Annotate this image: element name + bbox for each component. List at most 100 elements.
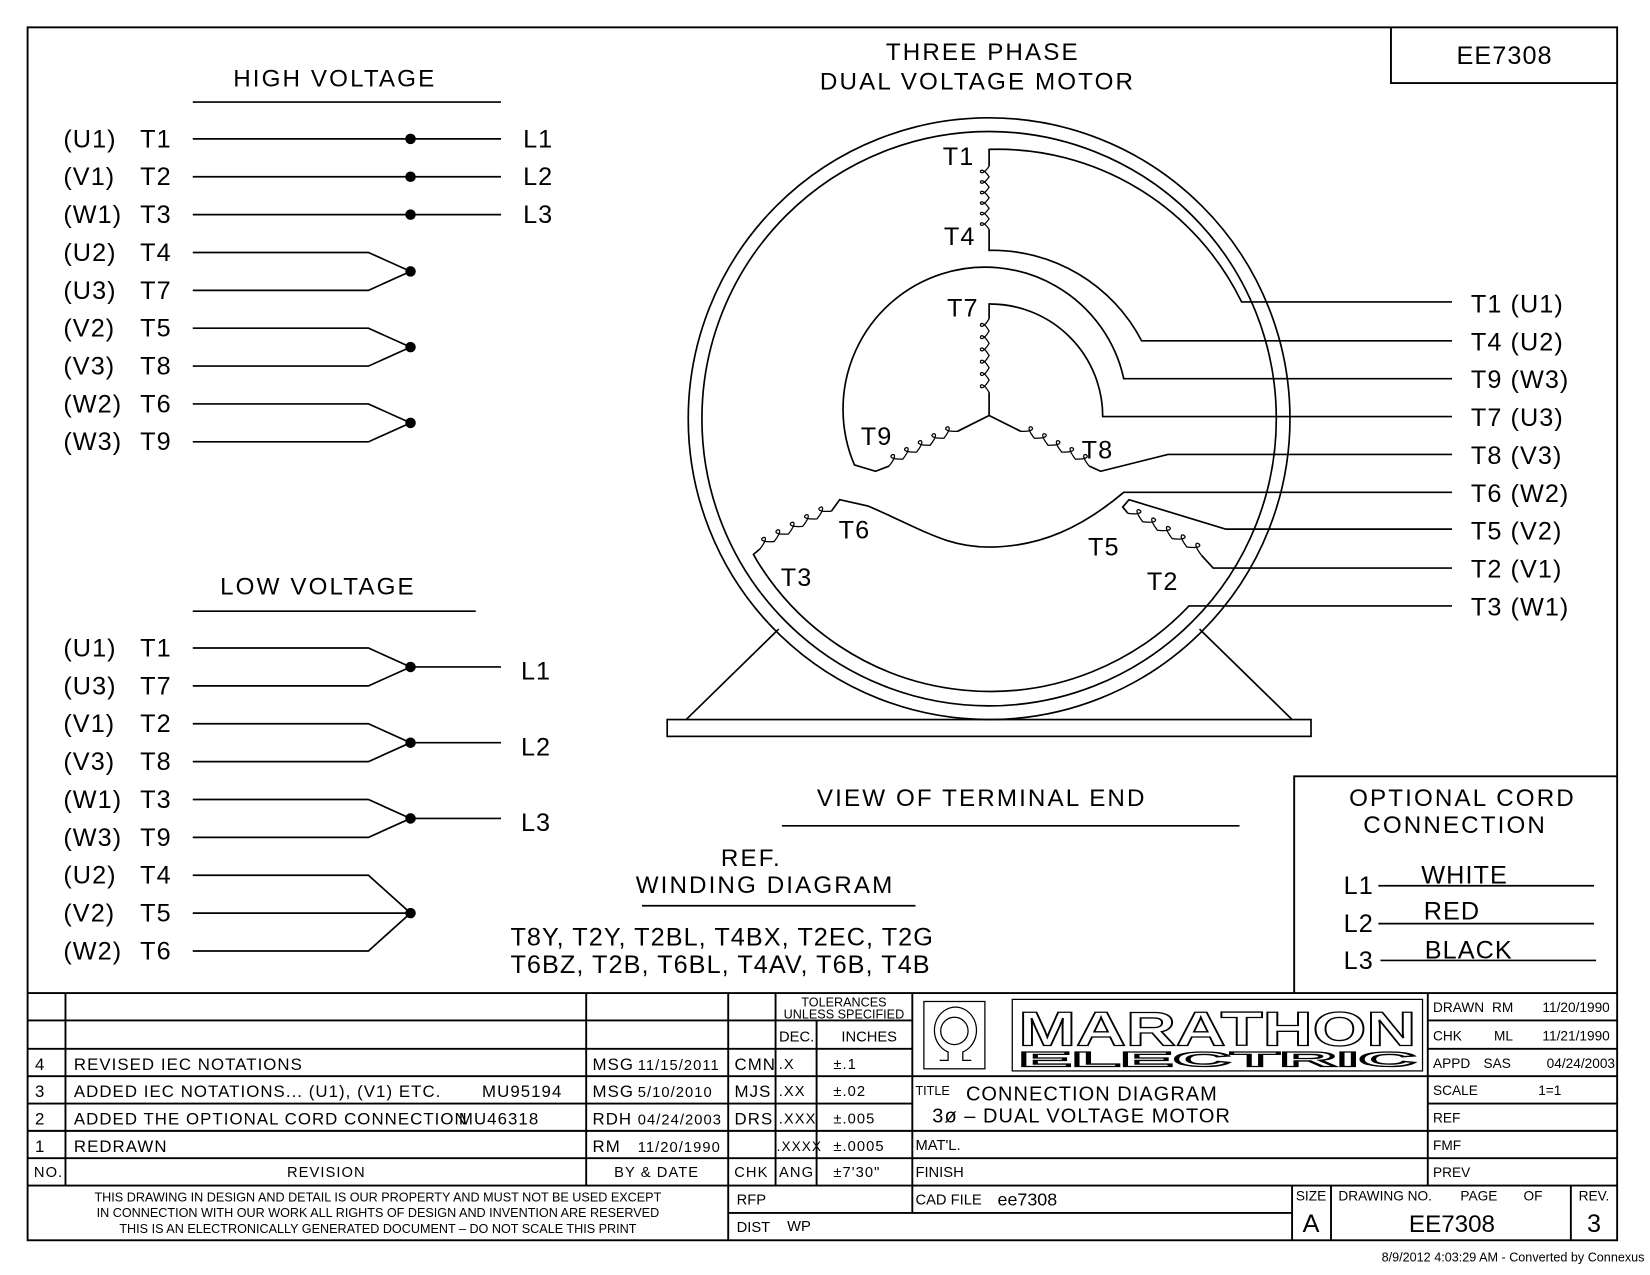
- label-t9: T9: [861, 423, 893, 451]
- rev-value: 3: [1587, 1210, 1601, 1238]
- junction-dot: [405, 737, 416, 748]
- ref-winding-diagram: REF. WINDING DIAGRAM T8Y, T2Y, T2BL, T4B…: [510, 845, 932, 979]
- revision-row: 1 REDRAWN RM 11/20/1990 .XXXX ±.0005: [35, 1137, 884, 1156]
- cord-line-label: L3: [1344, 947, 1374, 975]
- hv-iec: (W1): [63, 201, 122, 229]
- omega-logo-box: [923, 1000, 986, 1070]
- high-voltage-title: HIGH VOLTAGE: [233, 65, 436, 92]
- logo-electric: ELECTRIC: [1019, 1049, 1417, 1072]
- omega-icon: [933, 1006, 978, 1062]
- lv-iec: (U1): [63, 634, 116, 662]
- lv-line-l1: L1: [521, 658, 551, 686]
- winding-coil-t7: [979, 318, 990, 393]
- rev-date: 11/20/1990: [638, 1140, 721, 1156]
- winding-labels: T1 T4 T7 T9 T8 T6 T3 T5 T2: [781, 143, 1178, 596]
- drawing-no-label: DRAWING NO.: [1338, 1188, 1432, 1203]
- rev-chk: MJS: [735, 1082, 772, 1101]
- hv-lead: T7: [140, 277, 172, 305]
- label-t8: T8: [1082, 437, 1114, 465]
- lv-line-l2: L2: [521, 733, 551, 761]
- junction-dot: [405, 907, 416, 919]
- lv-iec: (W2): [63, 937, 122, 965]
- scale-value: 1=1: [1538, 1083, 1561, 1098]
- cord-box: [1293, 775, 1618, 994]
- drawn-date: 11/20/1990: [1542, 1000, 1610, 1015]
- main-title-line1: THREE PHASE: [886, 39, 1080, 66]
- tol-dec: .XX: [779, 1084, 806, 1100]
- logo-text-box: [1011, 998, 1424, 1072]
- drawn-label: DRAWN: [1433, 1000, 1484, 1015]
- junction-dot: [405, 133, 416, 145]
- winding-coil-t8: [1020, 426, 1090, 467]
- drawing-number-box: [1390, 27, 1618, 85]
- junction-dot: [405, 341, 416, 353]
- tol-dec: .XXX: [779, 1112, 817, 1128]
- low-voltage-title: LOW VOLTAGE: [220, 573, 416, 600]
- lv-lead: T9: [140, 824, 172, 852]
- chk-by: ML: [1494, 1028, 1513, 1043]
- lead-output: T4 (U2): [1471, 328, 1564, 356]
- size-value: A: [1303, 1210, 1320, 1238]
- inches-header: INCHES: [841, 1029, 897, 1045]
- rev-chk: CMN: [735, 1055, 776, 1074]
- hv-lead: T3: [140, 201, 172, 229]
- label-t3: T3: [781, 564, 813, 592]
- appd-date: 04/24/2003: [1547, 1056, 1615, 1071]
- page-label: PAGE: [1460, 1188, 1497, 1203]
- lv-lead: T8: [140, 748, 172, 776]
- header-by-date: BY & DATE: [614, 1165, 699, 1181]
- logo-marathon: MARATHON: [1019, 1003, 1417, 1057]
- lv-lead: T6: [140, 937, 172, 965]
- cord-wire-color: RED: [1424, 897, 1480, 925]
- lv-iec: (W1): [63, 786, 122, 814]
- cord-line-label: L1: [1344, 872, 1374, 900]
- lv-iec: (V1): [63, 710, 115, 738]
- drawn-by: RM: [1492, 1000, 1513, 1015]
- rev-no: 2: [35, 1110, 45, 1129]
- appd-by: SAS: [1484, 1056, 1511, 1071]
- conversion-footer: 8/9/2012 4:03:29 AM - Converted by Conne…: [1382, 1250, 1645, 1264]
- rev-text: REVISED IEC NOTATIONS: [74, 1055, 303, 1074]
- dec-header: DEC.: [779, 1029, 814, 1045]
- lead-output: T5 (V2): [1471, 518, 1562, 546]
- ang-label: ANG: [779, 1165, 814, 1181]
- lead-output: T9 (W3): [1471, 366, 1569, 394]
- cord-line-label: L2: [1344, 910, 1374, 938]
- junction-dot: [405, 171, 416, 182]
- cad-file-value: ee7308: [998, 1190, 1058, 1210]
- main-title-line2: DUAL VOLTAGE MOTOR: [820, 68, 1135, 95]
- revision-row: 3 ADDED IEC NOTATIONS... (U1), (V1) ETC.…: [35, 1082, 866, 1101]
- revision-row: 4 REVISED IEC NOTATIONS MSG 11/15/2011 C…: [35, 1055, 856, 1074]
- tolerances-sublabel: UNLESS SPECIFIED: [784, 1007, 905, 1021]
- tolerances-label: TOLERANCES: [801, 996, 886, 1010]
- hv-line-l1: L1: [523, 125, 553, 153]
- lv-lead: T1: [140, 634, 172, 662]
- label-t4: T4: [944, 223, 976, 251]
- size-label: SIZE: [1296, 1188, 1326, 1203]
- hv-iec: (V3): [63, 353, 115, 381]
- tol-inches: ±.02: [833, 1084, 866, 1100]
- dist-label: DIST: [737, 1220, 771, 1236]
- header-chk: CHK: [734, 1165, 768, 1181]
- disclaimer-line: THIS IS AN ELECTRONICALLY GENERATED DOCU…: [119, 1222, 636, 1236]
- winding-coil-t5: [1127, 509, 1203, 556]
- material-label: MAT'L.: [915, 1138, 960, 1154]
- junction-dot: [405, 417, 416, 429]
- lead-output: T1 (U1): [1471, 290, 1564, 318]
- view-caption: VIEW OF TERMINAL END: [817, 785, 1147, 812]
- lead-output: T6 (W2): [1471, 480, 1569, 508]
- lv-lead: T4: [140, 862, 172, 890]
- lead-wires: [752, 148, 1452, 693]
- rev-no: 1: [35, 1137, 45, 1156]
- ref-label: REF.: [721, 845, 782, 872]
- lv-lead: T3: [140, 786, 172, 814]
- hv-lead: T1: [140, 125, 172, 153]
- disclaimer-line: IN CONNECTION WITH OUR WORK ALL RIGHTS O…: [97, 1206, 660, 1220]
- cad-file-label: CAD FILE: [915, 1193, 981, 1209]
- drawing-no-value: EE7308: [1409, 1211, 1495, 1238]
- winding-diagram-title: WINDING DIAGRAM: [636, 872, 895, 899]
- hv-lead: T4: [140, 239, 172, 267]
- hv-iec: (U1): [63, 125, 116, 153]
- rev-by: MSG: [593, 1082, 635, 1101]
